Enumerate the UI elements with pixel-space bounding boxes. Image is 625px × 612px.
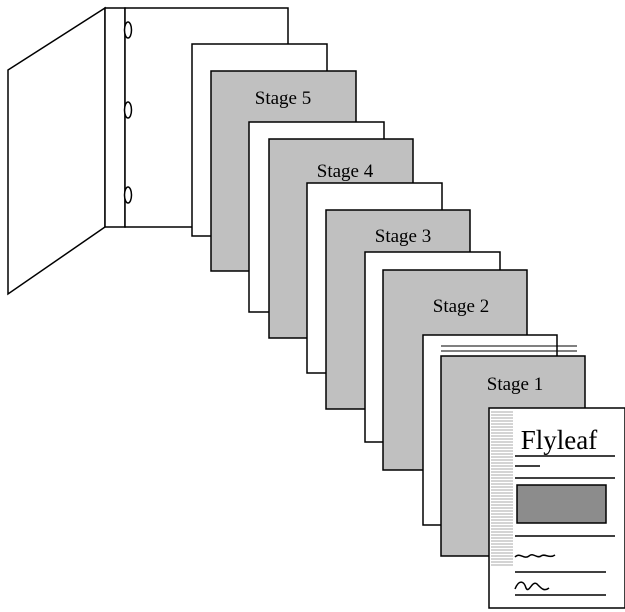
flyleaf-ruled-margin [491, 411, 513, 566]
binder-spine [104, 7, 126, 228]
stage-divider-4-label: Stage 4 [317, 161, 374, 182]
flyleaf-page: Flyleaf [488, 407, 625, 609]
stage-divider-1-label: Stage 1 [487, 374, 543, 395]
flyleaf-photo-box [516, 484, 607, 524]
binder-front-cover [7, 6, 106, 296]
binder-ring-top [123, 21, 133, 39]
stage-divider-3-label: Stage 3 [375, 226, 431, 247]
stage-divider-2-label: Stage 2 [433, 296, 489, 317]
stage-divider-5-label: Stage 5 [255, 88, 311, 109]
binder-ring-bottom [123, 186, 133, 204]
flyleaf-signature-1 [514, 553, 556, 558]
page-stack: Stage 5 Stage 4 Stage 3 Stage 2 Stage 1 [191, 43, 625, 609]
flyleaf-signature-2 [514, 581, 550, 591]
flyleaf-title: Flyleaf [521, 425, 597, 455]
binder-ring-middle [123, 101, 133, 119]
